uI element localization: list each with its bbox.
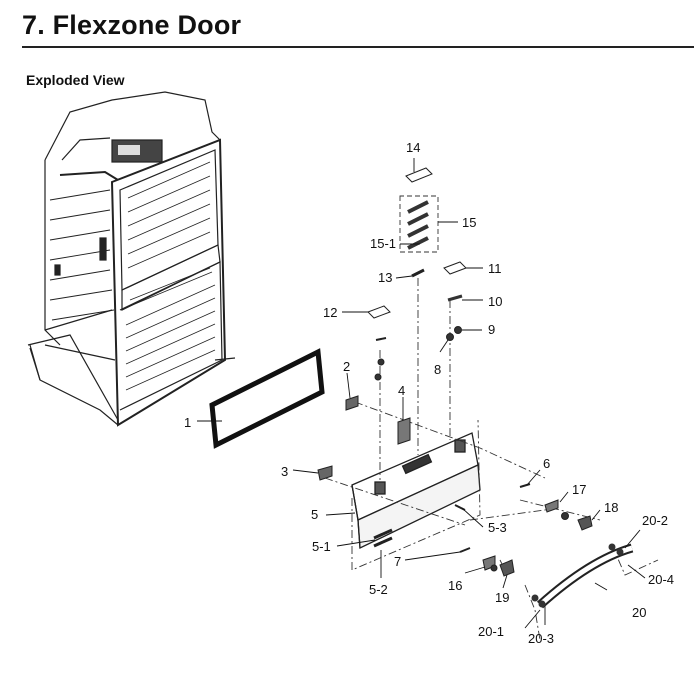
callout-6: 6 (543, 456, 550, 471)
title-divider (22, 46, 694, 48)
callout-20: 20 (632, 605, 646, 620)
callout-4: 4 (398, 383, 405, 398)
callout-11: 11 (488, 261, 502, 276)
callout-1: 1 (184, 415, 191, 430)
page-title: 7. Flexzone Door (22, 10, 242, 40)
callout-19: 19 (495, 590, 509, 605)
refrigerator-cabinet (27, 91, 236, 427)
callout-13: 13 (378, 270, 392, 285)
callout-15-1: 15-1 (370, 236, 396, 251)
small-parts (317, 167, 593, 577)
callout-17: 17 (572, 482, 586, 497)
callout-9: 9 (488, 322, 495, 337)
callout-12: 12 (323, 305, 337, 320)
callout-15: 15 (462, 215, 476, 230)
door-gasket (209, 348, 325, 449)
callout-5-2: 5-2 (369, 582, 388, 597)
callout-20-3: 20-3 (528, 631, 554, 646)
callout-10: 10 (488, 294, 502, 309)
leader-lines (197, 158, 646, 629)
callout-5-3: 5-3 (488, 520, 507, 535)
callout-labels: 1 2 3 4 5 5-1 5-2 5-3 6 7 8 9 10 11 12 1… (184, 140, 674, 646)
door-handle (531, 543, 634, 609)
callout-5: 5 (311, 507, 318, 522)
callout-20-2: 20-2 (642, 513, 668, 528)
callout-14: 14 (406, 140, 420, 155)
callout-20-4: 20-4 (648, 572, 674, 587)
callout-5-1: 5-1 (312, 539, 331, 554)
callout-7: 7 (394, 554, 401, 569)
callout-20-1: 20-1 (478, 624, 504, 639)
door-panel (351, 432, 481, 550)
section-title: Exploded View (26, 72, 125, 88)
callout-16: 16 (448, 578, 462, 593)
callout-18: 18 (604, 500, 618, 515)
callout-2: 2 (343, 359, 350, 374)
cover-14 (405, 167, 433, 183)
callout-3: 3 (281, 464, 288, 479)
callout-8: 8 (434, 362, 441, 377)
